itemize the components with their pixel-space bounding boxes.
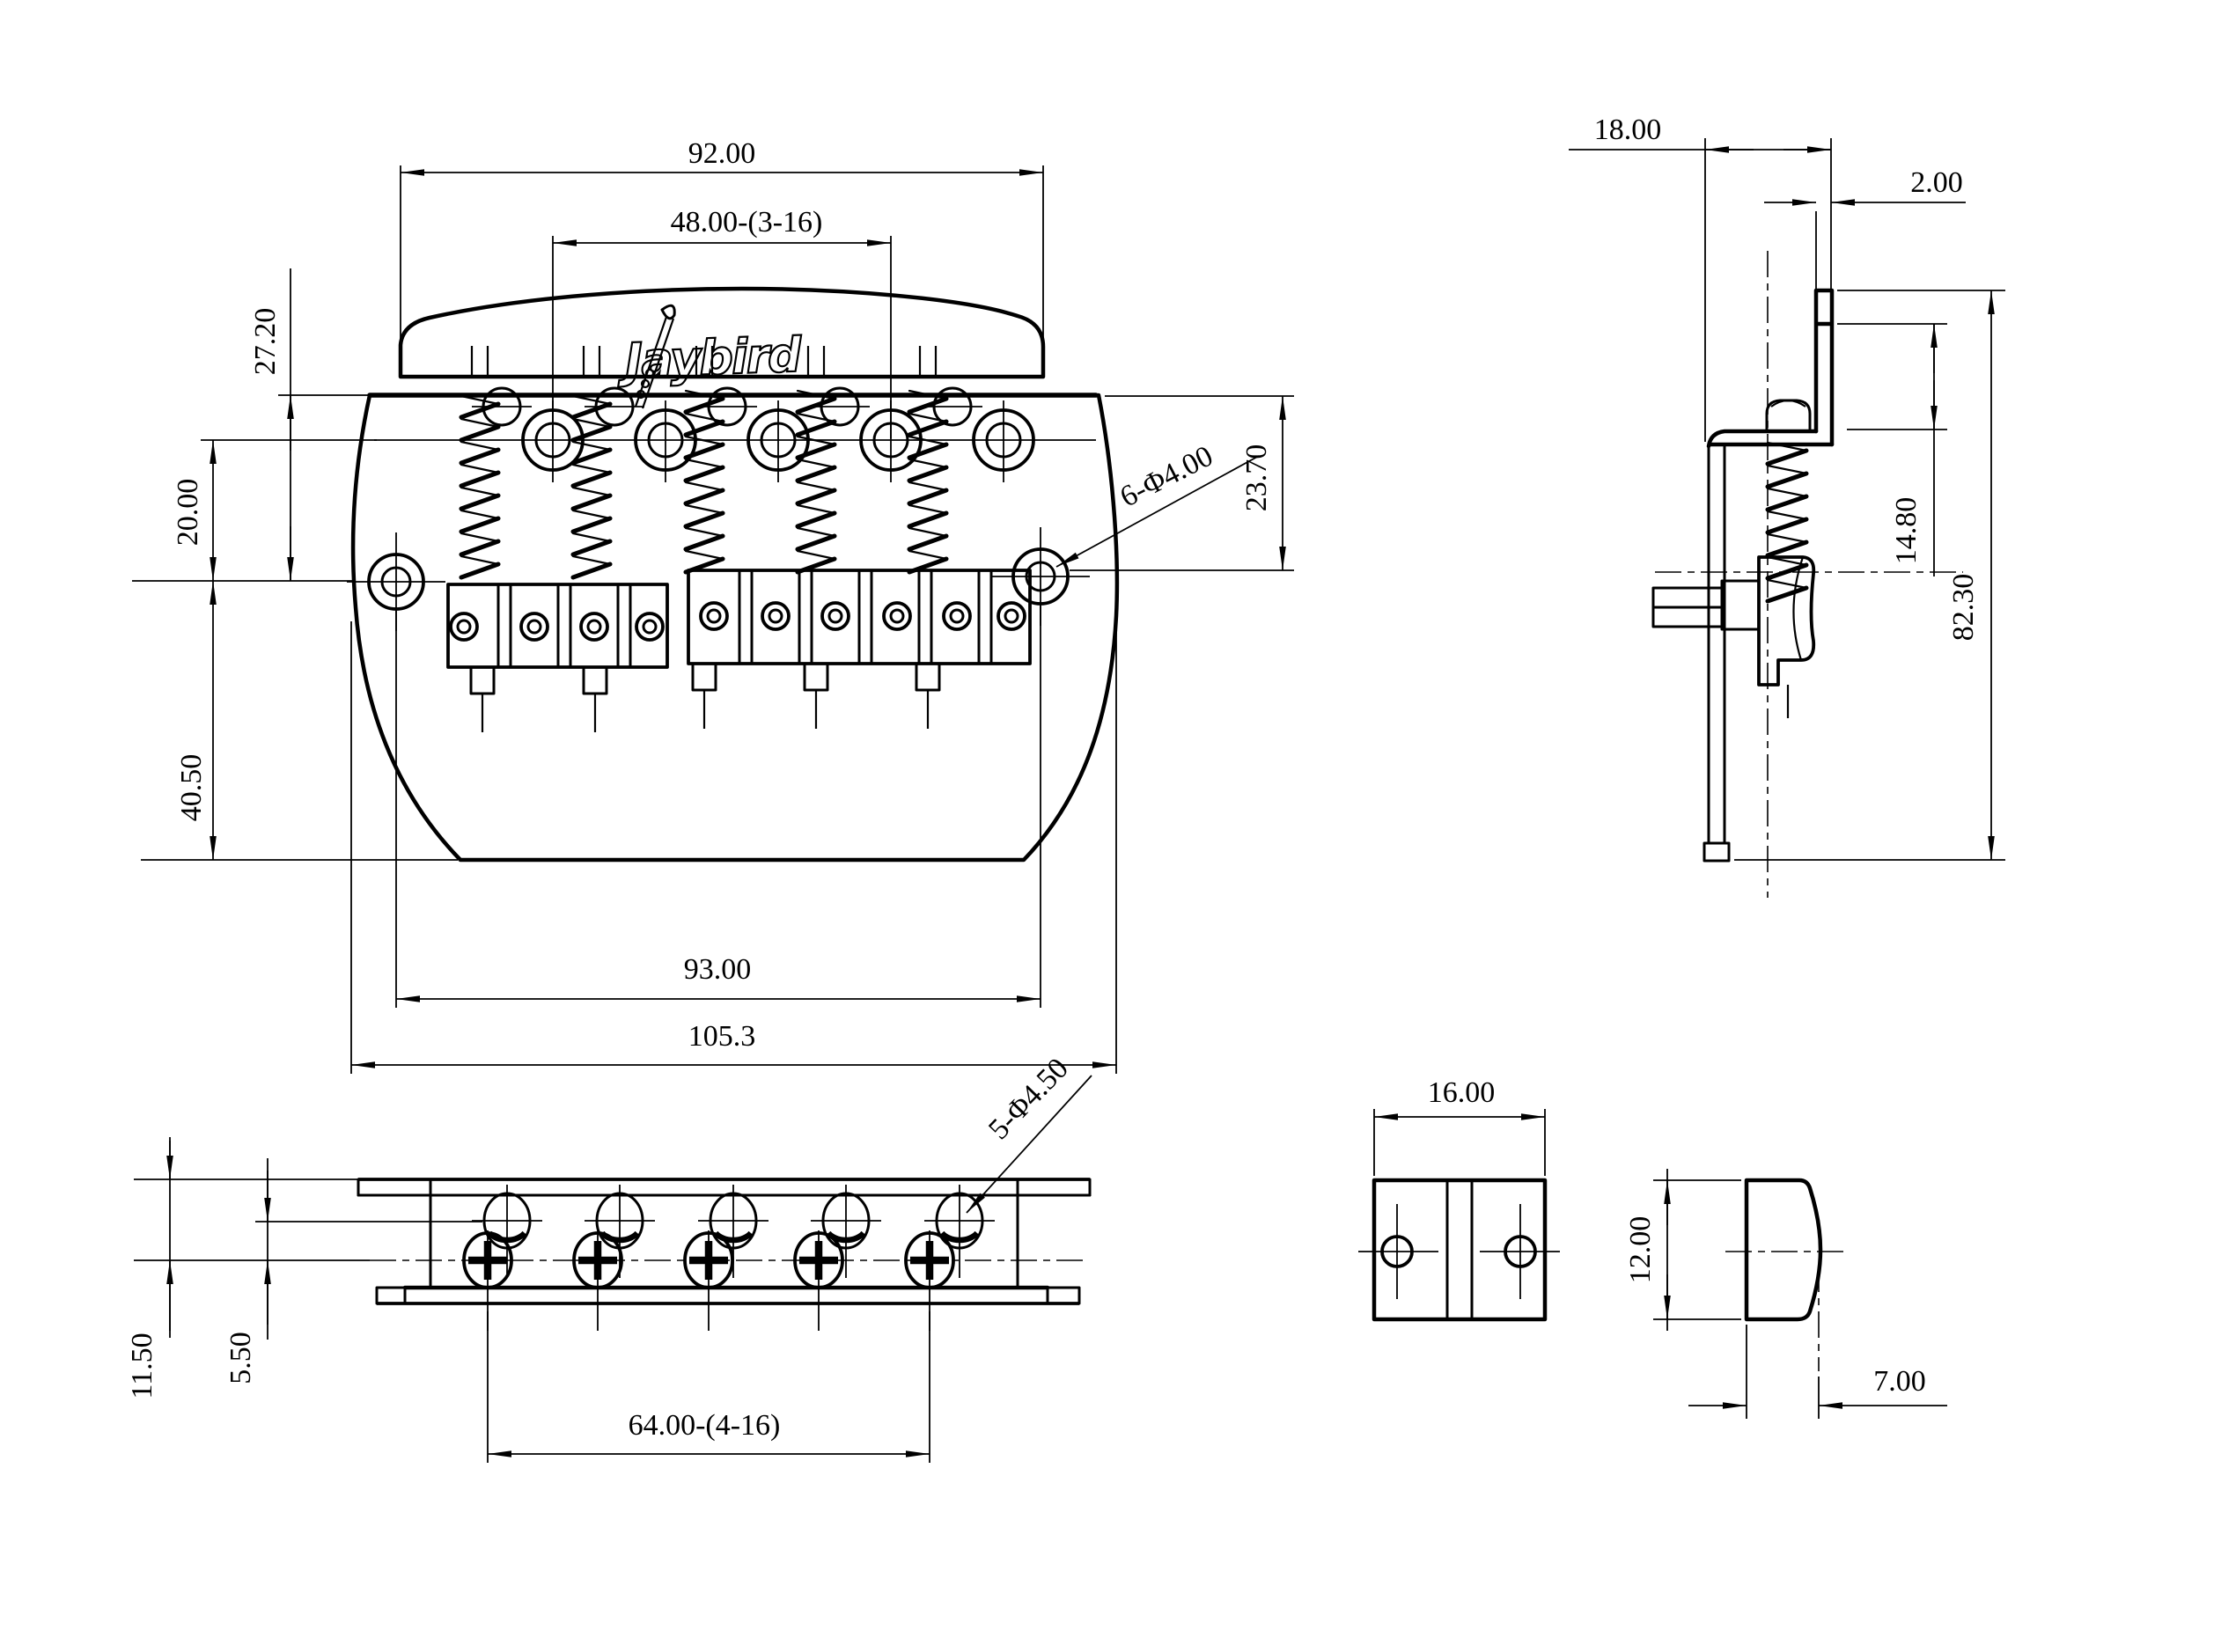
dim-total-width: 105.3	[350, 621, 1117, 1074]
dim-27-label: 27.20	[249, 308, 282, 376]
leader-5d45-label: 5-Φ4.50	[982, 1052, 1075, 1146]
dim-14-label: 14.80	[1890, 497, 1923, 565]
saddle-block-outline	[1372, 1178, 1548, 1322]
dim-top-offset: 27.20	[249, 268, 373, 581]
dim-92-label: 92.00	[688, 137, 756, 170]
dim-64-label: 64.00-(4-16)	[629, 1409, 781, 1442]
bridge-front-view: 11.50 5.50 64.00-(4-16) 5-Φ4.50	[126, 1052, 1092, 1463]
dim-93-label: 93.00	[684, 953, 752, 986]
bracket-section	[1703, 288, 1835, 863]
dim-bottom-offset: 40.50	[141, 581, 458, 861]
dim-wall-height: 14.80	[1837, 323, 1947, 576]
dim-105-label: 105.3	[688, 1020, 756, 1053]
dim-18-label: 18.00	[1594, 114, 1662, 146]
dim-16-label: 16.00	[1428, 1076, 1496, 1109]
dim-40-label: 40.50	[175, 754, 208, 822]
dim-wall-thickness: 2.00	[1764, 166, 1966, 206]
dim-side-depth: 18.00	[1569, 114, 1831, 153]
dim-cover-width: 92.00	[400, 137, 1044, 375]
dim-string-spacing: 48.00-(3-16)	[552, 206, 892, 438]
dim-screw-span: 64.00-(4-16)	[487, 1311, 930, 1463]
dim-total-height: 82.30	[1734, 290, 2005, 861]
saddle-profile	[1744, 1178, 1823, 1322]
bridge-side-view: 18.00 2.00	[1569, 114, 2005, 898]
bridge-plate	[350, 393, 1120, 863]
string-slots	[470, 346, 938, 377]
dim-mount-span: 93.00	[395, 606, 1041, 1008]
dim-115-label: 11.50	[126, 1333, 158, 1399]
dim-23-label: 23.70	[1240, 444, 1273, 512]
dim-right-offset: 23.70	[1070, 395, 1294, 571]
brand-logo-text: Jaybird	[616, 327, 804, 388]
intonation-screw-head	[1765, 399, 1812, 433]
saddle-blocks	[446, 569, 1032, 732]
height-screw-holes	[472, 386, 982, 427]
dim-saddle-width: 16.00	[1373, 1076, 1546, 1176]
dim-7-label: 7.00	[1873, 1365, 1926, 1398]
leader-front-holes: 5-Φ4.50	[966, 1052, 1092, 1214]
dim-hole-offset: 20.00	[132, 439, 377, 582]
front-string-holes	[472, 1185, 995, 1278]
saddle-top-view: 16.00	[1358, 1076, 1560, 1322]
bridge-top-view: Jaybird	[132, 137, 1294, 1074]
dim-12-label: 12.00	[1624, 1216, 1657, 1284]
dim-82-label: 82.30	[1947, 574, 1980, 642]
dim-saddle-height: 12.00	[1624, 1169, 1741, 1331]
dim-front-offset: 5.50	[224, 1158, 271, 1384]
front-mount-screws	[462, 1230, 955, 1331]
dim-2-label: 2.00	[1910, 166, 1963, 199]
leader-6d4-label: 6-Φ4.00	[1115, 440, 1218, 514]
leader-mount-holes: 6-Φ4.00	[1055, 440, 1260, 568]
dim-20-label: 20.00	[172, 479, 204, 547]
dim-saddle-offset: 7.00	[1688, 1325, 1947, 1419]
dim-front-height: 11.50	[126, 1137, 173, 1399]
side-saddle	[1651, 555, 1816, 718]
saddle-side-view: 12.00 7.00	[1624, 1169, 1947, 1419]
side-spring	[1768, 443, 1806, 601]
dim-48-label: 48.00-(3-16)	[671, 206, 823, 239]
brand-logo: Jaybird	[615, 304, 805, 409]
dim-55-label: 5.50	[224, 1332, 257, 1384]
